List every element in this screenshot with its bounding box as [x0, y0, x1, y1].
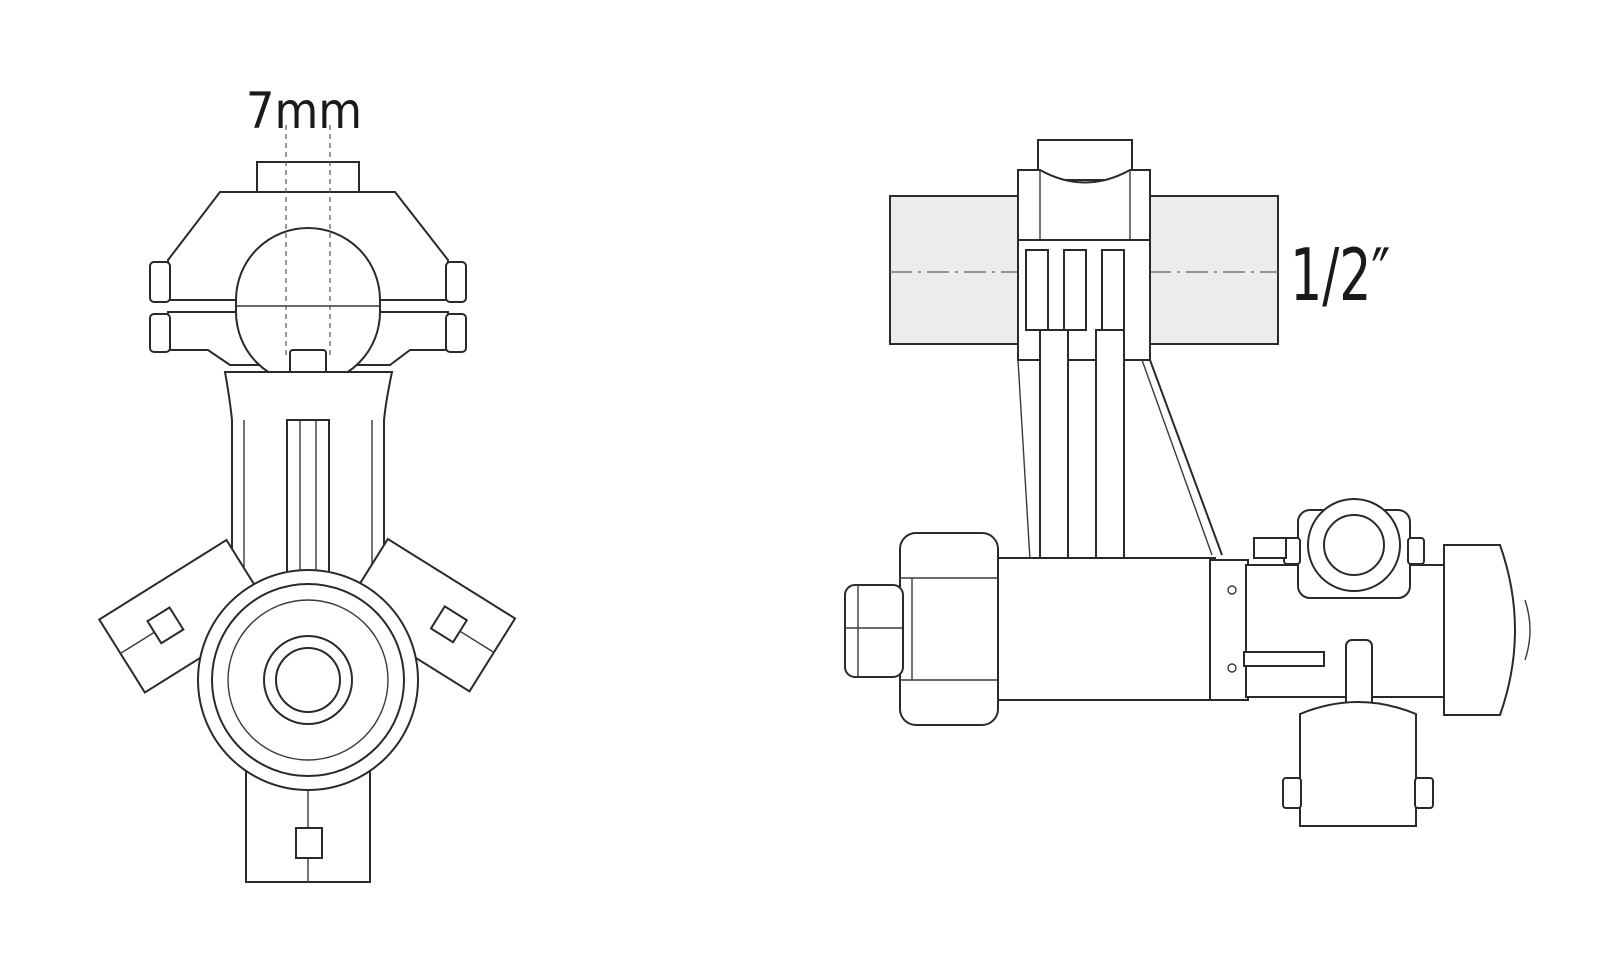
clamp-ear-left-bottom: [149, 313, 171, 353]
bottom-outlet-tab-left: [1282, 777, 1302, 809]
bottom-outlet-tab-right: [1414, 777, 1434, 809]
clamp-ear-right-bottom: [445, 313, 467, 353]
top-outlet-orifice: [1323, 514, 1385, 576]
nozzle-arm-left: [97, 538, 274, 694]
top-outlet-ring: [1307, 498, 1401, 592]
main-body: [994, 557, 1216, 701]
junction-collar: [1209, 559, 1249, 701]
side-top-stub: [1037, 139, 1133, 181]
hub-inner-ring: [227, 599, 389, 761]
top-outlet-tab-right: [1407, 537, 1425, 565]
clamp-finger-2: [1063, 249, 1087, 331]
clamp-ear-left-top: [149, 261, 171, 303]
bottom-outlet: [1299, 701, 1417, 827]
nozzle-arm-bottom-tab: [295, 827, 323, 859]
outlet-ring: [263, 635, 353, 725]
front-view: 7mm: [97, 82, 517, 883]
clamp-finger-3: [1101, 249, 1125, 331]
bore-dimension-label: 7mm: [246, 82, 362, 140]
end-cap-right: [1443, 544, 1516, 716]
clamp-finger-1: [1025, 249, 1049, 331]
side-view: 1/2″: [844, 139, 1531, 827]
outlet-orifice: [275, 647, 341, 713]
clamp-ear-right-top: [445, 261, 467, 303]
hub-ring: [211, 583, 405, 777]
pipe-dimension-label: 1/2″: [1290, 234, 1390, 318]
support-strut: [1149, 359, 1223, 556]
top-outlet-lug: [1253, 537, 1287, 559]
top-stub: [256, 161, 360, 195]
end-cap-left: [844, 584, 904, 678]
right-body-rib: [1243, 651, 1325, 667]
nozzle-arm-right: [340, 537, 517, 693]
hex-nut-left: [899, 532, 999, 726]
